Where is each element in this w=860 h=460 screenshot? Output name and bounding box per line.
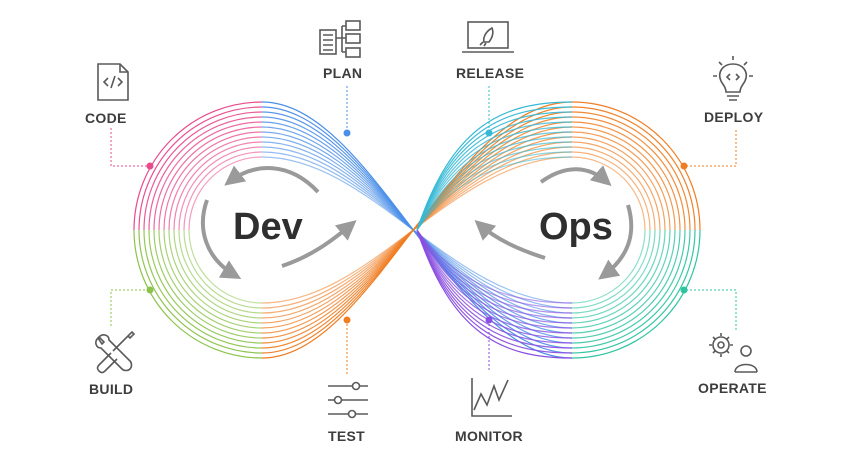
laptop-rocket-icon: [462, 21, 514, 53]
connector-code-dot: [146, 162, 154, 170]
band-deploy-orange: [571, 101, 701, 231]
cycle-arrows: [200, 165, 634, 280]
phase-label-deploy: DEPLOY: [704, 109, 764, 125]
connector-code: [110, 128, 154, 170]
phase-label-release: RELEASE: [456, 65, 525, 81]
gear-person-icon: [709, 333, 758, 373]
wrench-screwdriver-icon: [95, 330, 136, 374]
connector-release: [485, 86, 493, 137]
phase-label-test: TEST: [328, 428, 365, 444]
phase-label-plan: PLAN: [323, 65, 363, 81]
ops-arrow-top: [539, 165, 612, 186]
ops-title: Ops: [539, 206, 613, 248]
connector-lines: [110, 86, 737, 374]
band-monitor-purple: [416, 229, 573, 359]
dev-arrow-left: [200, 199, 242, 280]
phase-label-monitor: MONITOR: [455, 428, 523, 444]
phase-label-code: CODE: [85, 110, 127, 126]
band-code-pink: [133, 101, 263, 231]
connector-deploy-dot: [680, 162, 688, 170]
connector-monitor-dot: [485, 316, 493, 324]
dev-arrow-bottom: [281, 220, 357, 268]
connector-deploy: [680, 130, 737, 170]
dev-arrow-top: [224, 165, 320, 194]
connector-operate-dot: [680, 286, 688, 294]
connector-operate: [680, 286, 737, 330]
phase-label-build: BUILD: [89, 381, 134, 397]
sliders-icon: [328, 381, 368, 419]
connector-monitor: [485, 316, 493, 370]
connector-plan: [343, 86, 351, 137]
band-operate-teal: [571, 229, 701, 359]
connector-test: [343, 316, 351, 374]
line-chart-icon: [471, 378, 512, 417]
loop-bands: [133, 101, 701, 359]
connector-build: [110, 286, 154, 326]
band-release-cyan: [416, 101, 573, 231]
connector-plan-dot: [343, 129, 351, 137]
connector-test-dot: [343, 316, 351, 324]
flowchart-icon: [319, 20, 361, 58]
connector-release-dot: [485, 129, 493, 137]
code-file-icon: [97, 63, 129, 101]
ops-arrow-right: [598, 204, 634, 280]
ops-arrow-bottom: [474, 220, 546, 260]
dev-title: Dev: [233, 206, 303, 248]
phase-label-operate: OPERATE: [698, 380, 767, 396]
band-build-green: [133, 229, 263, 359]
connector-build-dot: [146, 286, 154, 294]
lightbulb-code-icon: [713, 56, 753, 101]
